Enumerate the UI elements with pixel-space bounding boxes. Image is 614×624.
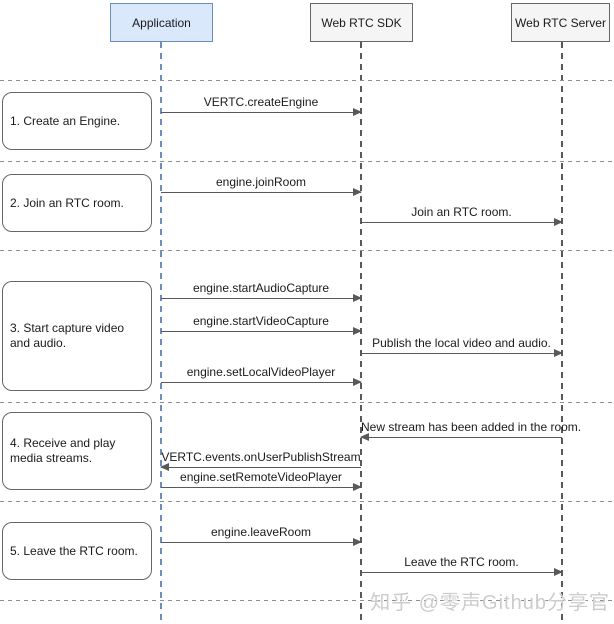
message-label: engine.setLocalVideoPlayer [186,365,336,379]
arrow-line [161,327,362,335]
step-label: 5. Leave the RTC room. [10,543,138,558]
lifeline-application [160,42,162,624]
section-separator [0,600,614,601]
message-label: VERTC.events.onUserPublishStream [161,450,361,464]
step-box-join-room: 2. Join an RTC room. [2,174,152,232]
step-label: 2. Join an RTC room. [10,195,124,210]
arrow-line [161,538,362,546]
arrowhead-left-icon [160,463,169,471]
actor-box-webrtc-sdk: Web RTC SDK [310,3,413,42]
message-label: engine.startVideoCapture [193,314,329,328]
arrow-line [361,349,563,357]
actor-label: Web RTC Server [515,15,606,30]
section-separator [0,501,614,502]
arrowhead-right-icon [353,108,362,116]
arrowhead-right-icon [353,378,362,386]
message-on-user-publish-stream: VERTC.events.onUserPublishStream [160,450,361,471]
message-start-video-capture: engine.startVideoCapture [161,314,362,335]
message-label: engine.joinRoom [215,175,307,189]
arrowhead-right-icon [554,568,563,576]
message-create-engine: VERTC.createEngine [161,95,362,116]
arrow-line [361,218,563,226]
arrowhead-right-icon [353,538,362,546]
arrow-line [361,568,563,576]
message-publish-local: Publish the local video and audio. [361,336,563,357]
message-label: engine.startAudioCapture [192,281,330,295]
message-label: Publish the local video and audio. [372,336,551,350]
message-label: VERTC.createEngine [203,95,319,109]
step-box-start-capture: 3. Start capture video and audio. [2,281,152,391]
arrow-line [161,483,362,491]
message-join-room-call: engine.joinRoom [161,175,362,196]
message-leave-room-call: engine.leaveRoom [161,525,362,546]
step-box-receive-play: 4. Receive and play media streams. [2,412,152,490]
arrowhead-right-icon [353,483,362,491]
arrow-line [160,463,361,471]
message-label: Leave the RTC room. [404,555,519,569]
arrow-line [161,378,362,386]
actor-label: Web RTC SDK [321,15,402,30]
message-new-stream-added: New stream has been added in the room. [360,420,582,441]
arrowhead-right-icon [353,327,362,335]
step-box-create-engine: 1. Create an Engine. [2,92,152,150]
actor-box-webrtc-server: Web RTC Server [511,3,610,42]
message-label: New stream has been added in the room. [361,420,582,434]
message-label: Join an RTC room. [411,205,512,219]
arrow-line [161,294,362,302]
section-separator [0,250,614,251]
watermark: 知乎 @零声Github分享官 [370,592,610,614]
message-leave-room-server: Leave the RTC room. [361,555,563,576]
message-start-audio-capture: engine.startAudioCapture [161,281,362,302]
section-separator [0,402,614,403]
arrowhead-left-icon [360,433,369,441]
arrowhead-right-icon [554,349,563,357]
section-separator [0,161,614,162]
message-label: engine.leaveRoom [210,525,312,539]
step-box-leave-room: 5. Leave the RTC room. [2,522,152,580]
arrow-line [161,188,362,196]
arrow-line [360,433,562,441]
message-set-local-video-player: engine.setLocalVideoPlayer [161,365,362,386]
arrowhead-right-icon [353,294,362,302]
section-separator [0,80,614,81]
actor-box-application: Application [110,3,213,42]
step-label: 1. Create an Engine. [10,113,121,128]
lifeline-webrtc-server [561,42,563,624]
arrowhead-right-icon [554,218,563,226]
step-label: 3. Start capture video and audio. [10,321,125,350]
message-label: engine.setRemoteVideoPlayer [180,470,342,484]
arrow-line [161,108,362,116]
arrowhead-right-icon [353,188,362,196]
message-join-room-server: Join an RTC room. [361,205,563,226]
actor-label: Application [132,15,191,30]
step-label: 4. Receive and play media streams. [10,436,116,465]
message-set-remote-video-player: engine.setRemoteVideoPlayer [161,470,362,491]
